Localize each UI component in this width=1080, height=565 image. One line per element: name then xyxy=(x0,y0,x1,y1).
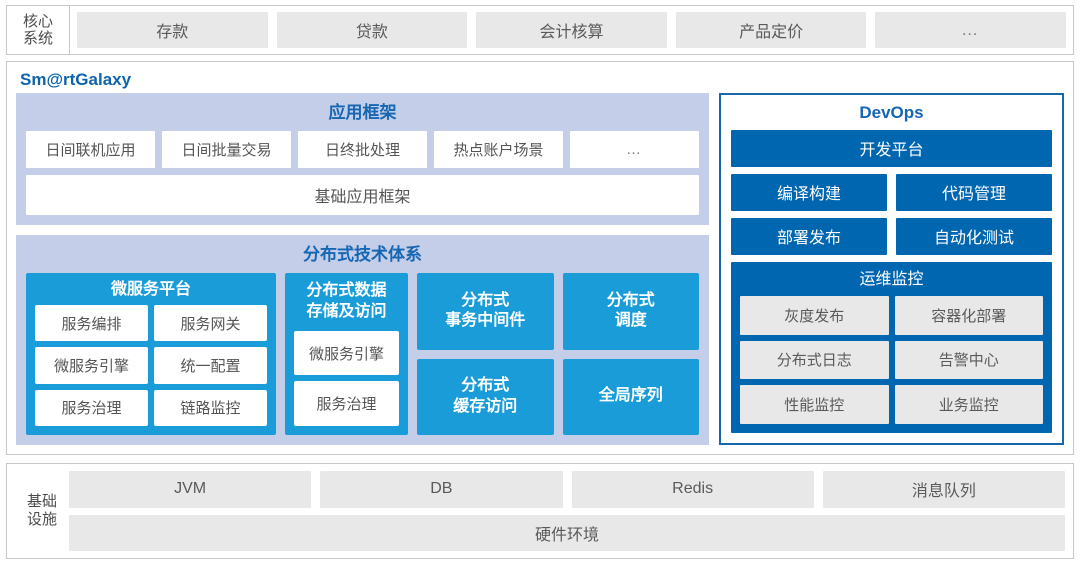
card-global-sequence-title: 全局序列 xyxy=(595,386,667,407)
infra-item-message-queue[interactable]: 消息队列 xyxy=(822,471,1065,508)
app-base-framework[interactable]: 基础应用框架 xyxy=(26,174,699,215)
distributed-storage-card: 分布式数据 存储及访问 微服务引擎 服务治理 xyxy=(285,273,408,435)
ops-item-alert-center[interactable]: 告警中心 xyxy=(894,340,1043,380)
core-systems-label-line2: 系统 xyxy=(22,30,53,47)
core-systems-band: 核心 系统 存款 贷款 会计核算 产品定价 … xyxy=(6,5,1074,55)
smartgalaxy-panel: Sm@rtGalaxy 应用框架 日间联机应用 日间批量交易 日终批处理 热点账… xyxy=(6,61,1074,455)
storage-item-microservice-engine[interactable]: 微服务引擎 xyxy=(294,330,399,376)
core-systems-label: 核心 系统 xyxy=(7,6,70,54)
core-systems-label-line1: 核心 xyxy=(22,12,53,30)
card-line1: 分布式 xyxy=(606,291,655,309)
infrastructure-label: 基础 设施 xyxy=(15,471,69,551)
core-system-item-more[interactable]: … xyxy=(875,12,1066,48)
distributed-column-b: 分布式 调度 全局序列 xyxy=(562,273,699,435)
infra-item-jvm[interactable]: JVM xyxy=(69,471,312,508)
infra-item-hardware-environment[interactable]: 硬件环境 xyxy=(69,514,1065,551)
card-line1: 全局序列 xyxy=(598,387,663,405)
application-framework-items: 日间联机应用 日间批量交易 日终批处理 热点账户场景 … xyxy=(26,130,699,168)
distributed-storage-title-line1: 分布式数据 xyxy=(306,282,387,300)
card-line2: 事务中间件 xyxy=(445,312,526,330)
card-line1: 分布式 xyxy=(461,377,510,394)
app-item-hot-account[interactable]: 热点账户场景 xyxy=(434,130,563,168)
infrastructure-label-line1: 基础 xyxy=(26,493,57,510)
ops-item-canary-release[interactable]: 灰度发布 xyxy=(740,295,889,335)
application-framework-panel: 应用框架 日间联机应用 日间批量交易 日终批处理 热点账户场景 … 基础应用框架 xyxy=(16,92,709,225)
ms-item-service-governance[interactable]: 服务治理 xyxy=(35,389,148,426)
smartgalaxy-left-column: 应用框架 日间联机应用 日间批量交易 日终批处理 热点账户场景 … 基础应用框架… xyxy=(16,92,709,445)
smartgalaxy-title: Sm@rtGalaxy xyxy=(20,70,132,89)
devops-item-automated-testing[interactable]: 自动化测试 xyxy=(896,217,1052,255)
infrastructure-label-line2: 设施 xyxy=(26,511,57,528)
ops-item-performance-monitoring[interactable]: 性能监控 xyxy=(740,385,889,424)
infra-item-redis[interactable]: Redis xyxy=(571,471,814,508)
distributed-storage-items: 微服务引擎 服务治理 xyxy=(294,330,399,426)
storage-item-service-governance[interactable]: 服务治理 xyxy=(294,381,399,426)
microservice-platform-card: 微服务平台 服务编排 服务网关 微服务引擎 统一配置 服务治理 链路监控 xyxy=(26,273,276,435)
devops-title: DevOps xyxy=(859,102,924,122)
card-line1: 分布式 xyxy=(461,291,510,309)
application-framework-title: 应用框架 xyxy=(328,102,397,122)
infrastructure-items: JVM DB Redis 消息队列 xyxy=(69,471,1065,508)
ops-item-containerized-deploy[interactable]: 容器化部署 xyxy=(894,295,1043,335)
ms-item-unified-config[interactable]: 统一配置 xyxy=(154,347,267,384)
devops-panel: DevOps 开发平台 编译构建 代码管理 部署发布 自动化测试 运维监控 灰度… xyxy=(719,92,1064,445)
card-global-sequence[interactable]: 全局序列 xyxy=(562,358,699,435)
ops-monitoring-panel: 运维监控 灰度发布 容器化部署 分布式日志 告警中心 性能监控 业务监控 xyxy=(731,261,1052,433)
ops-item-distributed-logging[interactable]: 分布式日志 xyxy=(740,340,889,380)
distributed-tech-title: 分布式技术体系 xyxy=(303,244,422,264)
microservice-platform-title: 微服务平台 xyxy=(110,281,191,299)
ops-monitoring-title: 运维监控 xyxy=(859,270,924,288)
card-distributed-transaction-middleware[interactable]: 分布式 事务中间件 xyxy=(417,273,554,350)
app-item-eod-batch[interactable]: 日终批处理 xyxy=(298,130,427,168)
devops-dev-platform[interactable]: 开发平台 xyxy=(731,129,1052,167)
distributed-tech-grid: 微服务平台 服务编排 服务网关 微服务引擎 统一配置 服务治理 链路监控 xyxy=(26,273,699,435)
app-item-daytime-online[interactable]: 日间联机应用 xyxy=(26,130,155,168)
card-line2: 调度 xyxy=(614,312,647,330)
distributed-column-a: 分布式 事务中间件 分布式 缓存访问 xyxy=(417,273,554,435)
ops-item-business-monitoring[interactable]: 业务监控 xyxy=(894,385,1043,424)
core-system-item-loan[interactable]: 贷款 xyxy=(276,12,468,48)
infrastructure-band: 基础 设施 JVM DB Redis 消息队列 硬件环境 xyxy=(6,463,1074,559)
distributed-storage-title-line2: 存储及访问 xyxy=(306,302,387,320)
core-systems-items: 存款 贷款 会计核算 产品定价 … xyxy=(70,6,1073,54)
app-item-daytime-batch[interactable]: 日间批量交易 xyxy=(162,130,291,168)
ms-item-service-orchestration[interactable]: 服务编排 xyxy=(35,304,148,342)
card-distributed-scheduling-title: 分布式 调度 xyxy=(603,291,659,333)
devops-item-code-management[interactable]: 代码管理 xyxy=(896,173,1052,211)
microservice-platform-items: 服务编排 服务网关 微服务引擎 统一配置 服务治理 链路监控 xyxy=(35,304,267,426)
app-item-more[interactable]: … xyxy=(570,130,699,168)
distributed-tech-panel: 分布式技术体系 微服务平台 服务编排 服务网关 微服务引擎 统一配置 服务治理 xyxy=(16,234,709,445)
ms-item-service-gateway[interactable]: 服务网关 xyxy=(154,304,267,342)
smartgalaxy-body: 应用框架 日间联机应用 日间批量交易 日终批处理 热点账户场景 … 基础应用框架… xyxy=(16,92,1064,445)
ms-item-microservice-engine[interactable]: 微服务引擎 xyxy=(35,347,148,384)
card-distributed-cache-access[interactable]: 分布式 缓存访问 xyxy=(417,358,554,435)
card-line2: 缓存访问 xyxy=(453,397,518,415)
infra-item-db[interactable]: DB xyxy=(320,471,563,508)
distributed-storage-title: 分布式数据 存储及访问 xyxy=(294,273,399,331)
core-system-item-pricing[interactable]: 产品定价 xyxy=(675,12,867,48)
devops-row-1: 编译构建 代码管理 xyxy=(731,173,1052,211)
ms-item-link-monitoring[interactable]: 链路监控 xyxy=(154,389,267,426)
core-system-item-deposit[interactable]: 存款 xyxy=(77,12,268,48)
devops-row-2: 部署发布 自动化测试 xyxy=(731,217,1052,255)
core-system-item-accounting[interactable]: 会计核算 xyxy=(476,12,667,48)
card-distributed-transaction-middleware-title: 分布式 事务中间件 xyxy=(441,291,529,333)
card-distributed-scheduling[interactable]: 分布式 调度 xyxy=(562,273,699,350)
card-distributed-cache-access-title: 分布式 缓存访问 xyxy=(449,376,521,418)
ops-monitoring-items: 灰度发布 容器化部署 分布式日志 告警中心 性能监控 业务监控 xyxy=(740,295,1043,424)
infrastructure-content: JVM DB Redis 消息队列 硬件环境 xyxy=(69,471,1065,551)
devops-item-deploy-release[interactable]: 部署发布 xyxy=(731,217,887,255)
devops-column: DevOps 开发平台 编译构建 代码管理 部署发布 自动化测试 运维监控 灰度… xyxy=(719,92,1064,445)
devops-item-build[interactable]: 编译构建 xyxy=(731,173,887,211)
